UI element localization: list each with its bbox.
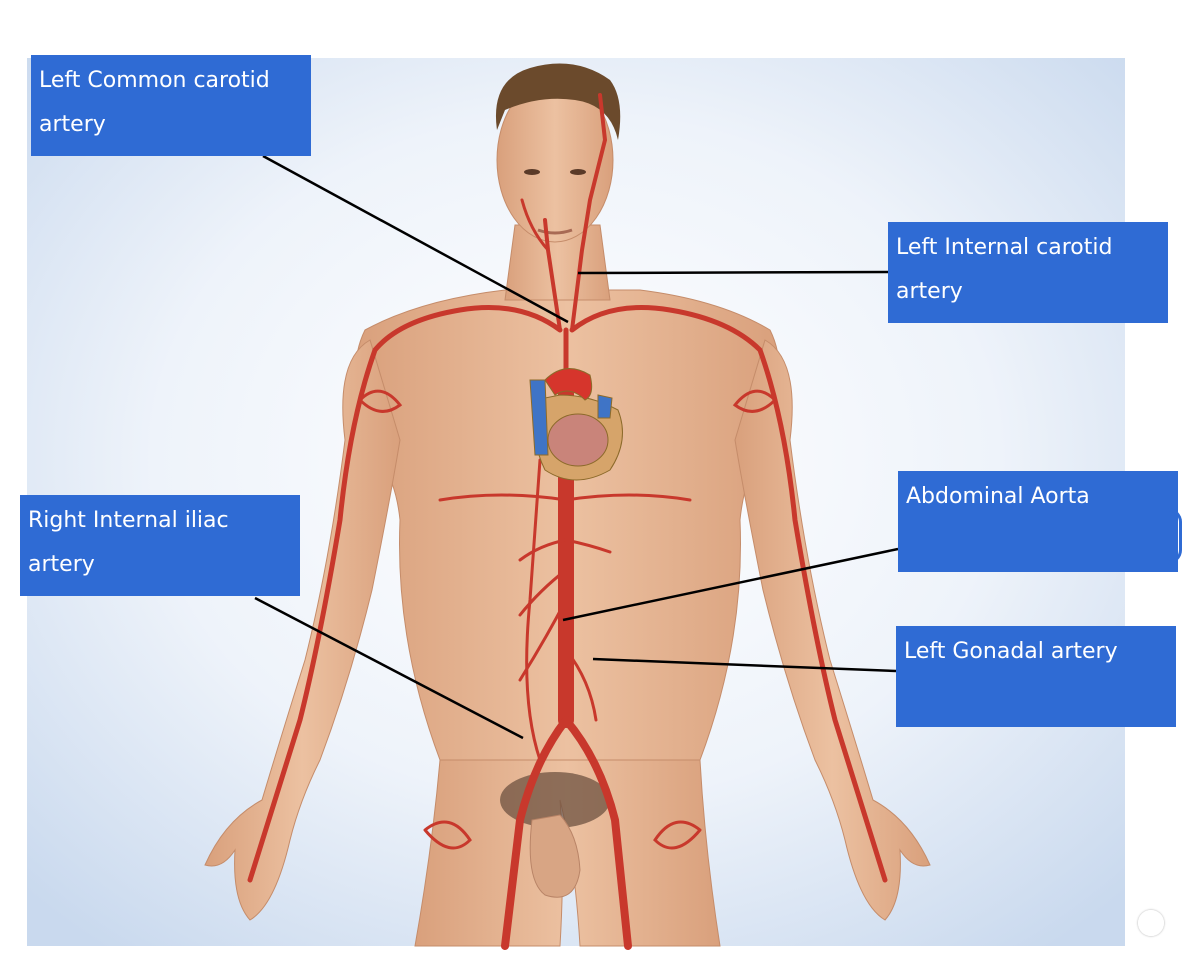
leader-left-gonadal (592, 657, 897, 673)
edge-bracket-mark (1168, 508, 1182, 564)
label-left-internal-carotid-artery[interactable]: Left Internal carotid artery (888, 222, 1168, 323)
label-left-gonadal-artery[interactable]: Left Gonadal artery (896, 626, 1176, 727)
label-left-common-carotid-artery[interactable]: Left Common carotid artery (31, 55, 311, 156)
label-abdominal-aorta[interactable]: Abdominal Aorta (898, 471, 1178, 572)
leader-left-internal-carotid (577, 270, 889, 275)
leader-left-common-carotid (262, 154, 569, 324)
arterial-network (247, 93, 888, 950)
leader-lines (254, 154, 899, 740)
leader-right-internal-iliac (254, 596, 524, 740)
face-features (524, 169, 586, 235)
heart (529, 368, 623, 481)
leader-abdominal-aorta (562, 547, 899, 622)
label-right-internal-iliac-artery[interactable]: Right Internal iliac artery (20, 495, 300, 596)
copyright-watermark: © (1138, 910, 1164, 936)
hair (495, 63, 621, 141)
